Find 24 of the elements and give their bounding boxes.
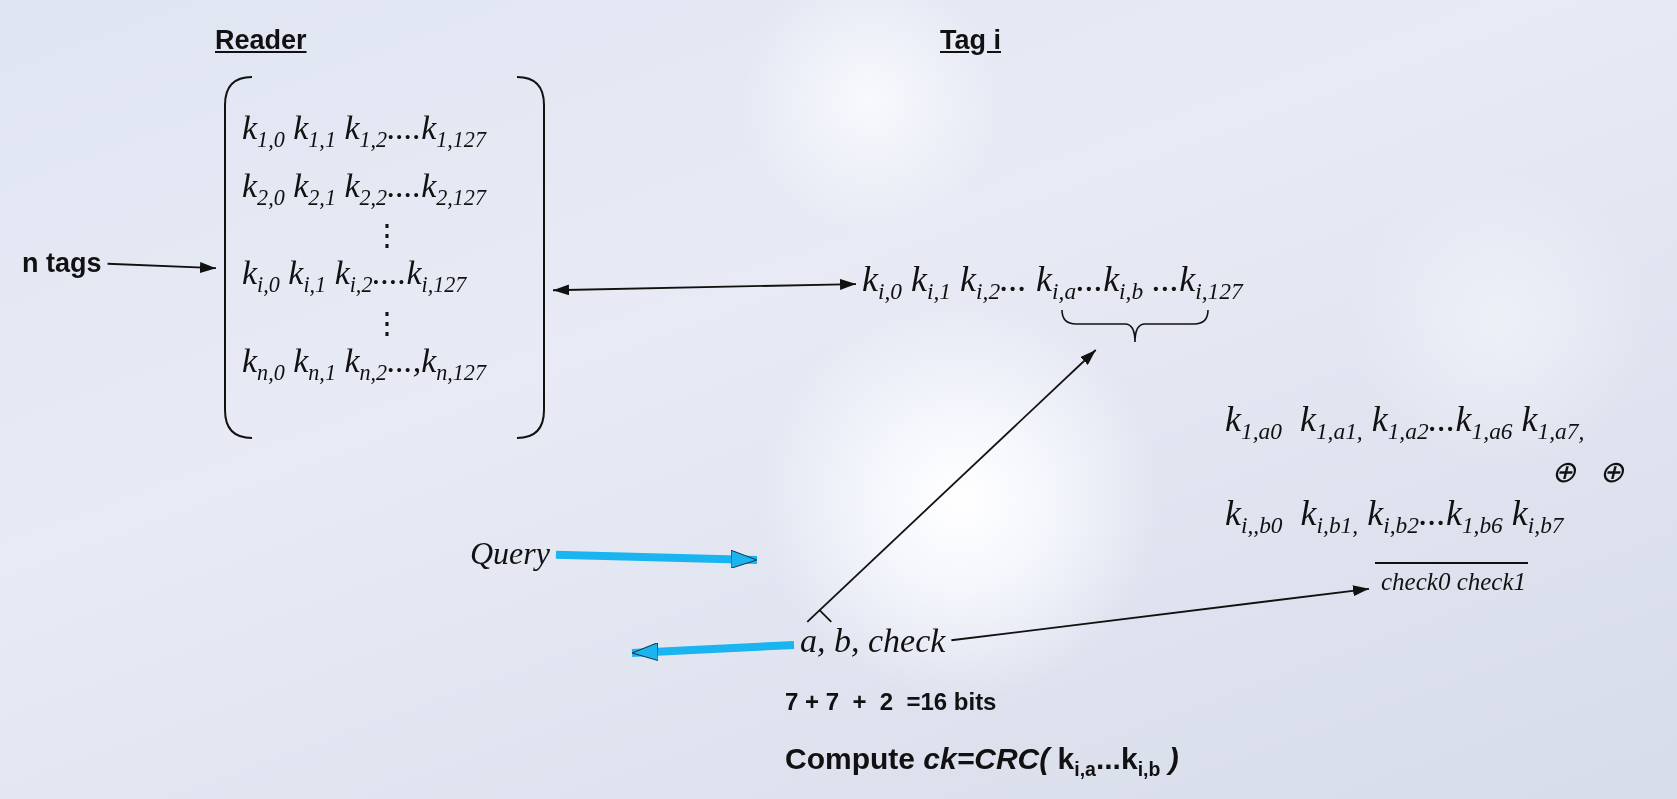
- curly-brace: [1060, 308, 1210, 344]
- matrix-row-text: k$_{i,0}$ k$_{i,1}$ k$_{i,2}$....k$_{i,127}$: [242, 253, 467, 300]
- ellipsis-dots: ⋮: [372, 308, 402, 339]
- message-label: Query: [470, 535, 550, 572]
- key-sequence: k$_{i,0}$ k$_{i,1}$ k$_{i,2}$... k$_{i,a}$...k$_{i,b}$ ...k$_{i,127}$: [862, 258, 1243, 306]
- key-bits-row-text: k$_{1,a0}$ k$_{1,a1,}$ k$_{1,a2}$...k$_{1,a6}$ k$_{1,a7,}$: [1225, 398, 1585, 447]
- double-arrow: [552, 278, 857, 296]
- compute-note: Compute ck=CRC( k$_{i,a}$...k$_{i,b}$ ): [785, 742, 1179, 781]
- column-heading: Reader: [215, 25, 307, 56]
- block-arrow: [631, 640, 795, 662]
- arrow: [806, 349, 1097, 623]
- arrow: [950, 585, 1370, 642]
- matrix-row-text: k$_{2,0}$ k$_{2,1}$ k$_{2,2}$....k$_{2,127}$: [242, 165, 486, 212]
- bit-count-note: 7 + 7 + 2 =16 bits: [785, 688, 997, 716]
- response-label: a, b, check: [800, 622, 946, 660]
- matrix-row-text: k$_{n,0}$ k$_{n,1}$ k$_{n,2}$...,k$_{n,127}$: [242, 341, 486, 387]
- xor-symbols: ⊕ ⊕: [1551, 455, 1624, 490]
- column-heading: Tag i: [940, 25, 1001, 56]
- input-label: n tags: [22, 248, 102, 279]
- xor-result: check0 check1: [1375, 562, 1529, 596]
- ellipsis-dots: ⋮: [372, 220, 402, 251]
- key-bits-row-text: k$_{i,,b0}$ k$_{i,b1,}$ k$_{i,b2}$...k$_{1,b6}$ k$_{i,b7}$: [1225, 492, 1564, 541]
- arrow: [106, 262, 217, 274]
- matrix-row-text: k$_{1,0}$ k$_{1,1}$ k$_{1,2}$....k$_{1,127}$: [242, 108, 486, 154]
